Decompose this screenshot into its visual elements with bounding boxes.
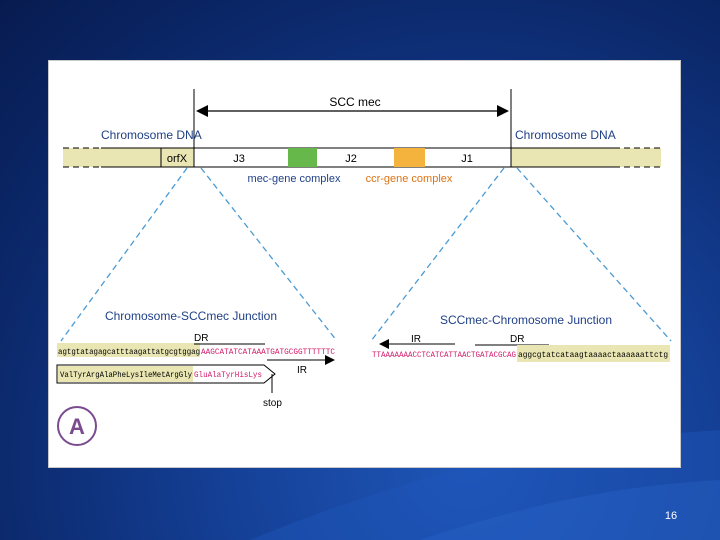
chromosome-dna-left-label: Chromosome DNA: [101, 128, 202, 142]
chromosome-band-right: [511, 148, 661, 167]
j1-label: J1: [461, 153, 473, 165]
j2-label: J2: [345, 153, 357, 165]
right-dr-label: DR: [510, 334, 524, 345]
mec-gene-box: [288, 148, 317, 167]
right-seq-scc: TTAAAAAAACCTCATCATTAACTGATACGCAG: [372, 351, 516, 360]
left-ir-arrow-icon: [325, 355, 335, 365]
right-junction-chromosome-band: [517, 345, 670, 362]
protein-chromosome-band: [58, 366, 193, 382]
zoom-line-right-outer: [516, 167, 672, 342]
page-number: 16: [664, 510, 678, 522]
scc-mec-figure: SCC mec Chromosome DNA Chromosome DNA or…: [48, 60, 681, 468]
right-ir-label: IR: [411, 334, 421, 345]
mec-complex-label: mec-gene complex: [248, 173, 341, 185]
left-seq-chromosome: agtgtatagagcatttaagattatgcgtggag: [58, 348, 200, 357]
protein-chromosome: ValTyrArgAlaPheLysIleMetArgGly: [60, 371, 192, 380]
zoom-line-left-outer: [60, 167, 188, 342]
protein-scc: GluAlaTyrHisLys: [194, 371, 262, 380]
left-dr-label: DR: [194, 333, 208, 344]
scc-mec-title: SCC mec: [329, 95, 380, 109]
right-seq-chromosome: aggcgtatcataagtaaaactaaaaaattctg: [518, 351, 668, 360]
zoom-line-left-inner: [200, 167, 338, 342]
panel-a-circle: [57, 406, 97, 446]
left-junction-chromosome-band: [57, 343, 200, 357]
orfx-box: [160, 147, 195, 168]
scc-span-arrow-left-icon: [196, 105, 208, 117]
chromosome-dna-right-label: Chromosome DNA: [515, 128, 616, 142]
j3-label: J3: [233, 153, 245, 165]
right-junction-title: SCCmec-Chromosome Junction: [440, 313, 612, 327]
stop-label: stop: [263, 398, 282, 409]
left-junction-title: Chromosome-SCCmec Junction: [105, 309, 277, 323]
zoom-line-right-inner: [370, 167, 505, 342]
panel-a-label: A: [69, 414, 85, 439]
left-seq-scc: AAGCATATCATAAATGATGCGGTTTTTTC: [201, 348, 335, 357]
right-ir-arrow-icon: [379, 339, 389, 349]
ccr-gene-box: [394, 148, 425, 167]
left-ir-label: IR: [297, 365, 307, 376]
orfx-label: orfX: [167, 153, 188, 165]
scc-span-arrow-right-icon: [497, 105, 509, 117]
ccr-complex-label: ccr-gene complex: [366, 173, 453, 185]
